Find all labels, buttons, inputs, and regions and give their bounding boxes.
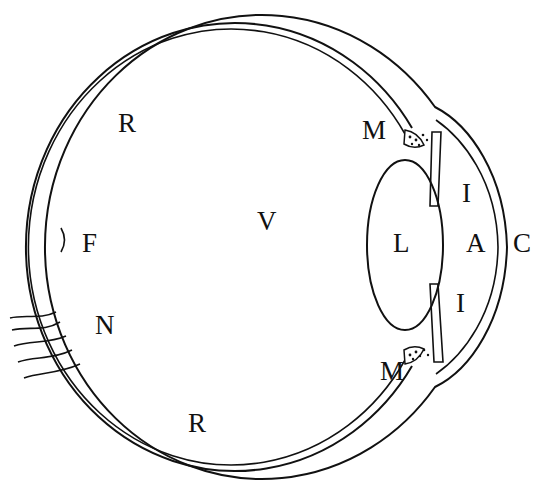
part-label: R: [118, 110, 136, 137]
part-label: A: [466, 230, 486, 257]
optic-nerve: [10, 312, 80, 378]
part-label: I: [456, 290, 465, 317]
iris: [430, 132, 441, 206]
part-label: M: [380, 358, 404, 385]
part-label: I: [462, 180, 471, 207]
retina: [28, 29, 405, 465]
cornea-inner: [436, 120, 498, 374]
fovea: [61, 228, 65, 252]
part-label: R: [188, 410, 206, 437]
part-label: V: [257, 208, 277, 235]
choroid: [26, 23, 412, 471]
iris: [430, 284, 443, 362]
part-label: N: [95, 312, 115, 339]
part-label: C: [513, 230, 531, 257]
part-label: M: [362, 117, 386, 144]
part-label: F: [82, 230, 97, 257]
part-label: L: [393, 230, 410, 257]
sclera: [45, 15, 507, 479]
